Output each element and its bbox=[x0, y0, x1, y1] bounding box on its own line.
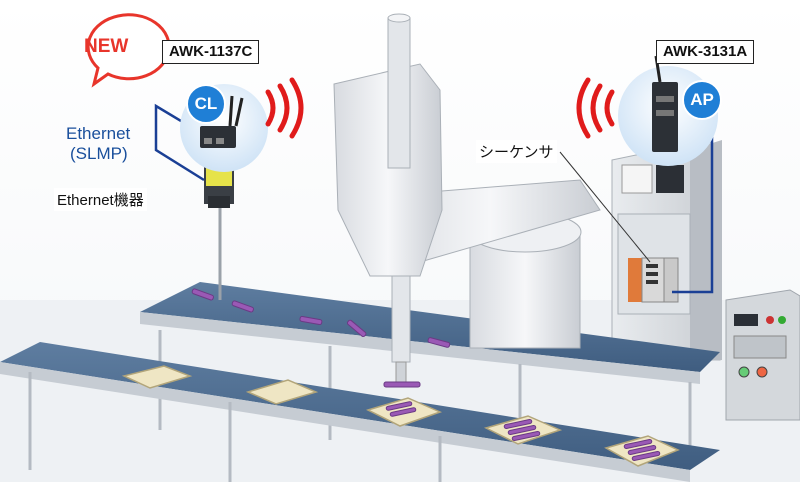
control-panel bbox=[725, 289, 800, 421]
ethernet-device-label: Ethernet機器 bbox=[54, 188, 147, 211]
workpieces-front bbox=[385, 401, 661, 461]
sequencer-plc bbox=[628, 257, 679, 303]
ap-wireless-waves-icon bbox=[576, 77, 615, 139]
client-role-badge: CL bbox=[186, 84, 226, 124]
new-badge-bubble bbox=[86, 13, 171, 88]
sequencer-callout-line bbox=[559, 151, 651, 263]
ap-role-badge: AP bbox=[682, 80, 722, 120]
sequencer-label: シーケンサ bbox=[476, 140, 557, 163]
equipment-cabinet bbox=[611, 139, 722, 362]
client-wireless-waves-icon bbox=[265, 77, 304, 139]
new-badge-label: NEW bbox=[84, 36, 129, 57]
ethernet-protocol-label-line1: Ethernet bbox=[66, 124, 131, 143]
scara-robot bbox=[333, 13, 601, 388]
ethernet-protocol-label-line2: (SLMP) bbox=[70, 144, 128, 163]
ethernet-device bbox=[204, 160, 234, 300]
client-model-label: AWK-1137C bbox=[162, 40, 260, 64]
workpieces-back bbox=[191, 288, 451, 348]
ap-model-label: AWK-3131A bbox=[656, 40, 755, 64]
